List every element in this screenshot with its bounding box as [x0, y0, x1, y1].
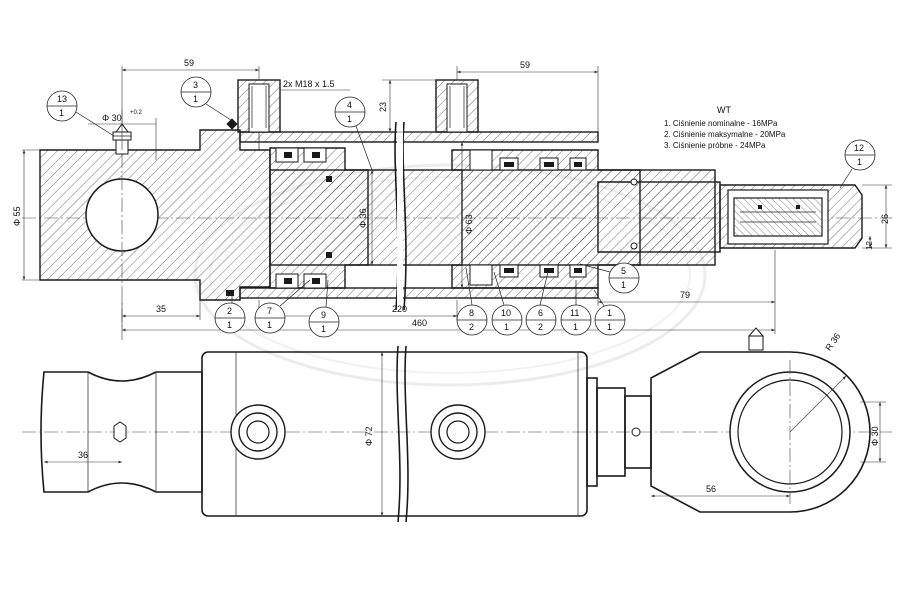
svg-text:1: 1: [621, 280, 626, 290]
port-rear: [237, 79, 281, 150]
dim-dia-63: Φ 63: [464, 214, 474, 234]
svg-text:1: 1: [607, 308, 612, 318]
dim-dia-30-pin: Φ 30: [102, 113, 122, 123]
svg-text:1: 1: [227, 320, 232, 330]
grease-nipple-hex: [113, 421, 127, 443]
section-dimensions: 59 2x M18 x 1.5 59 23 Φ 55 Φ 30 +0.2 Φ 3…: [12, 58, 892, 340]
svg-text:11: 11: [570, 308, 579, 318]
dim-len-35: 35: [156, 304, 166, 314]
exterior-view: [22, 327, 892, 523]
break-lines: [394, 121, 407, 311]
notes-line-1: 1. Ciśnienie nominalne - 16MPa: [664, 119, 778, 128]
balloon-8: 8 2: [456, 267, 488, 336]
notes-line-3: 3. Ciśnienie próbne - 24MPa: [664, 141, 766, 150]
svg-text:1: 1: [607, 322, 612, 332]
balloon-3: 3 1: [180, 76, 235, 123]
svg-text:1: 1: [347, 114, 352, 124]
svg-text:2: 2: [538, 322, 543, 332]
rod-eye-section: [719, 184, 863, 249]
balloon-4: 4 1: [334, 96, 373, 171]
balloon-12: 12 1: [839, 139, 876, 189]
notes-line-2: 2. Ciśnienie maksymalne - 20MPa: [664, 130, 786, 139]
rear-clevis-exterior: [40, 371, 203, 493]
technical-notes: WT 1. Ciśnienie nominalne - 16MPa 2. Ciś…: [664, 105, 786, 150]
dim-radius-36: R 36: [823, 331, 842, 352]
dim-len-36: 36: [78, 450, 88, 460]
svg-text:8: 8: [469, 308, 474, 318]
svg-text:13: 13: [57, 94, 67, 104]
notes-title: WT: [717, 105, 731, 115]
svg-text:5: 5: [621, 266, 626, 276]
dim-rod-26: 26: [880, 214, 890, 224]
dim-dia-55: Φ 55: [12, 206, 22, 226]
balloon-6: 6 2: [525, 271, 557, 336]
part-balloons: 13 1 3 1 4 1 12 1 5 1: [46, 76, 876, 338]
rod-end: [639, 181, 721, 253]
dim-dia-30-tol: +0.2: [130, 110, 143, 116]
svg-text:12: 12: [854, 143, 864, 153]
balloon-5: 5 1: [579, 262, 640, 294]
dim-dia-36: Φ 36: [358, 208, 368, 228]
port-front: [435, 79, 479, 133]
port-front-exterior: [430, 404, 486, 460]
svg-text:9: 9: [321, 310, 326, 320]
balloon-13: 13 1: [46, 90, 115, 137]
dim-len-460: 460: [412, 318, 427, 328]
balloon-10: 10 1: [491, 271, 523, 336]
dim-dia-30-eye: Φ 30: [870, 426, 880, 446]
svg-text:1: 1: [267, 320, 272, 330]
dim-len-220: 220: [392, 304, 407, 314]
rod-eye-exterior: [650, 351, 871, 513]
dim-port-23: 23: [378, 102, 388, 112]
balloon-1: 1 1: [593, 289, 626, 336]
dim-top-right-59: 59: [520, 60, 530, 70]
dim-len-79: 79: [680, 290, 690, 300]
barrel-wall-top: [239, 131, 599, 143]
svg-text:2: 2: [469, 322, 474, 332]
svg-text:3: 3: [193, 80, 198, 90]
balloon-11: 11 1: [560, 280, 592, 336]
svg-text:1: 1: [504, 322, 509, 332]
section-view: [22, 79, 892, 330]
svg-text:1: 1: [857, 157, 862, 167]
balloon-7: 7 1: [254, 279, 311, 334]
grease-nipple-eye: [747, 327, 765, 351]
svg-text:2: 2: [227, 306, 232, 316]
dim-thread: 2x M18 x 1.5: [283, 79, 335, 89]
svg-text:4: 4: [347, 100, 352, 110]
balloon-9: 9 1: [308, 279, 340, 338]
dim-top-left-59: 59: [184, 58, 194, 68]
svg-text:1: 1: [573, 322, 578, 332]
svg-text:10: 10: [501, 308, 511, 318]
port-rear-exterior: [230, 404, 286, 460]
piston-seals: [275, 147, 332, 289]
svg-text:7: 7: [267, 306, 272, 316]
svg-text:6: 6: [538, 308, 543, 318]
dim-rod-12: 12: [865, 241, 874, 250]
dim-len-56: 56: [706, 484, 716, 494]
svg-text:1: 1: [321, 324, 326, 334]
svg-text:1: 1: [193, 94, 198, 104]
gland-seals: [226, 118, 638, 296]
svg-text:1: 1: [59, 108, 64, 118]
dim-dia-72: Φ 72: [364, 426, 374, 446]
balloon-2: 2 1: [214, 294, 246, 334]
barrel-wall-bottom: [239, 287, 599, 299]
